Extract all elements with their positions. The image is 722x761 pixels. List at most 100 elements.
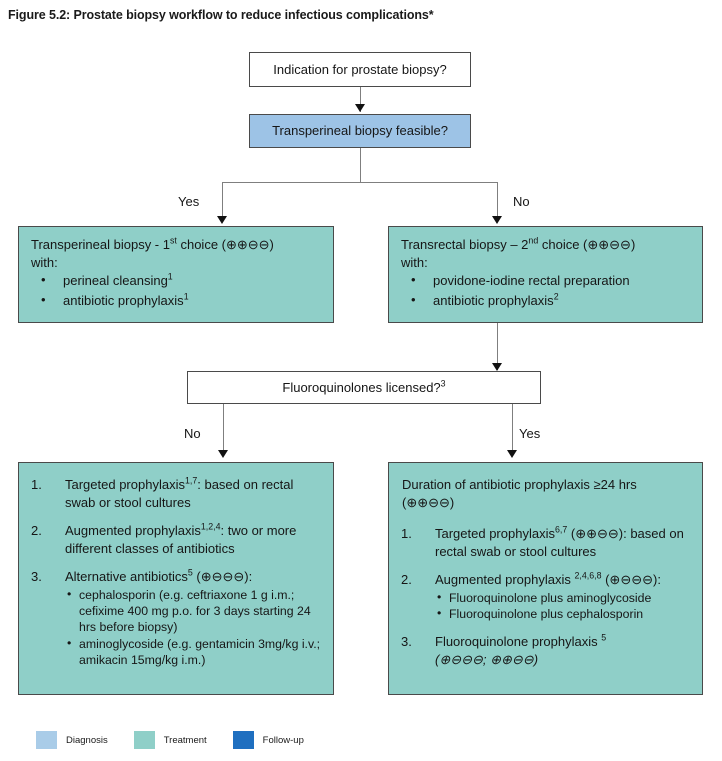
item-number: 1. (31, 477, 42, 492)
list-item: 1. Targeted prophylaxis1,7: based on rec… (27, 476, 323, 511)
box-fluoroquinolones-licensed[interactable]: Duration of antibiotic prophylaxis ≥24 h… (388, 462, 703, 695)
connector-fq-yes-drop (512, 404, 513, 456)
transperineal-with: with: (31, 254, 58, 270)
transperineal-lead-rest: choice (⊕⊕⊖⊖) (176, 237, 274, 252)
connector-feasible-split (222, 182, 498, 183)
legend-item-diagnosis: Diagnosis (36, 731, 134, 749)
fq-licensed-heading-line1: Duration of antibiotic prophylaxis ≥24 h… (402, 477, 637, 492)
connector-feasible-stem (360, 148, 361, 182)
item-sup: 5 (187, 567, 193, 578)
node-indication-for-prostate-biopsy[interactable]: Indication for prostate biopsy? (249, 52, 471, 87)
legend-label-treatment: Treatment (163, 734, 207, 746)
item-main: Augmented prophylaxis (435, 572, 575, 588)
transperineal-lead-sup: st (169, 235, 177, 246)
legend-label-followup: Follow-up (262, 734, 304, 746)
item-text: Augmented prophylaxis1,2,4: two or more … (65, 521, 297, 556)
bullet-sup: 2 (553, 291, 559, 302)
arrowhead-to-fluoroquinolones (492, 363, 502, 371)
item-sup: 1,2,4 (200, 521, 221, 532)
item-rest: (⊕⊕⊖⊖): based on rectal swab or stool cu… (435, 526, 684, 559)
item-number: 1. (401, 526, 412, 542)
item-main: Targeted prophylaxis (435, 526, 555, 542)
branch-label-feasible-yes: Yes (178, 194, 200, 209)
bullet-sup: 1 (183, 291, 189, 302)
branch-label-fq-no: No (184, 426, 201, 441)
fluoroquinolones-label-sup: 3 (440, 378, 446, 389)
box-fluoroquinolones-not-licensed[interactable]: 1. Targeted prophylaxis1,7: based on rec… (18, 462, 334, 695)
list-item: antibiotic prophylaxis2 (401, 291, 690, 310)
item-sublist: Fluoroquinolone plus aminoglycoside Fluo… (435, 589, 692, 623)
arrowhead-fq-yes (507, 450, 517, 458)
item-rest: (⊕⊖⊖⊖): (192, 569, 253, 585)
list-item: povidone-iodine rectal preparation (401, 271, 690, 290)
item-main: Targeted prophylaxis (65, 477, 185, 492)
list-item: 2. Augmented prophylaxis 2,4,6,8 (⊕⊖⊖⊖):… (397, 571, 692, 622)
transrectal-lead-rest: choice (⊕⊕⊖⊖) (538, 237, 636, 252)
fq-not-licensed-list: 1. Targeted prophylaxis1,7: based on rec… (27, 476, 323, 668)
legend-swatch-diagnosis (36, 731, 57, 749)
box-transperineal-biopsy[interactable]: Transperineal biopsy - 1st choice (⊕⊕⊖⊖)… (18, 226, 334, 323)
item-main: Alternative antibiotics (65, 569, 188, 585)
legend-item-treatment: Treatment (133, 731, 233, 749)
item-text: Targeted prophylaxis1,7: based on rectal… (65, 476, 294, 510)
item-sublist: cephalosporin (e.g. ceftriaxone 1 g i.m.… (65, 586, 323, 669)
arrowhead-to-feasible (355, 104, 365, 112)
list-item: antibiotic prophylaxis1 (31, 291, 321, 310)
bullet-text: antibiotic prophylaxis (63, 292, 184, 308)
sub-list-item: Fluoroquinolone plus aminoglycoside (435, 589, 692, 606)
node-fluoroquinolones-licensed[interactable]: Fluoroquinolones licensed?3 (187, 371, 541, 404)
list-item: 2. Augmented prophylaxis1,2,4: two or mo… (27, 522, 323, 557)
item-sup: 6,7 (554, 524, 568, 535)
connector-indication-to-feasible (360, 87, 361, 112)
bullet-text: antibiotic prophylaxis (433, 292, 554, 308)
item-number: 3. (401, 634, 412, 650)
node-transperineal-biopsy-feasible[interactable]: Transperineal biopsy feasible? (249, 114, 471, 148)
item-text: Augmented prophylaxis 2,4,6,8 (⊕⊖⊖⊖): (435, 570, 661, 588)
sub-list-item: Fluoroquinolone plus cephalosporin (435, 605, 692, 622)
bullet-text: povidone-iodine rectal preparation (433, 273, 630, 289)
list-item: perineal cleansing1 (31, 271, 321, 290)
arrowhead-feasible-no (492, 216, 502, 224)
box-transrectal-biopsy[interactable]: Transrectal biopsy – 2nd choice (⊕⊕⊖⊖) w… (388, 226, 703, 323)
figure-title: Figure 5.2: Prostate biopsy workflow to … (8, 8, 434, 22)
connector-feasible-no-drop (497, 182, 498, 222)
item-text: Alternative antibiotics5 (⊕⊖⊖⊖): (65, 567, 253, 585)
connector-feasible-yes-drop (222, 182, 223, 222)
transrectal-lead-main: Transrectal biopsy – 2 (401, 237, 529, 252)
branch-label-feasible-no: No (513, 194, 530, 209)
item-sup: 5 (601, 633, 607, 644)
item-sup: 2,4,6,8 (574, 570, 602, 581)
item-rest: : two or more different classes of antib… (65, 523, 297, 556)
fq-licensed-heading-line2: (⊕⊕⊖⊖) (402, 494, 455, 510)
item-number: 3. (31, 569, 42, 585)
legend-swatch-followup (232, 731, 254, 749)
legend: Diagnosis Treatment Follow-up (36, 731, 330, 749)
arrowhead-feasible-yes (217, 216, 227, 224)
transperineal-lead: Transperineal biopsy - 1st choice (⊕⊕⊖⊖) (31, 236, 321, 254)
fq-licensed-list: 1. Targeted prophylaxis6,7 (⊕⊕⊖⊖): based… (397, 525, 692, 668)
transrectal-bullet-list: povidone-iodine rectal preparation antib… (401, 271, 690, 310)
list-item: 1. Targeted prophylaxis6,7 (⊕⊕⊖⊖): based… (397, 525, 692, 560)
node-fluoroquinolones-label: Fluoroquinolones licensed?3 (282, 379, 445, 397)
bullet-sup: 1 (167, 271, 173, 282)
item-number: 2. (31, 523, 42, 539)
arrowhead-fq-no (218, 450, 228, 458)
bullet-text: perineal cleansing (63, 273, 168, 289)
fq-licensed-heading: Duration of antibiotic prophylaxis ≥24 h… (402, 476, 692, 511)
sub-list-item: cephalosporin (e.g. ceftriaxone 1 g i.m.… (65, 586, 323, 636)
branch-label-fq-yes: Yes (519, 426, 541, 441)
item-rest: : based on rectal swab or stool cultures (65, 477, 294, 510)
item-evidence-grades: (⊕⊖⊖⊖; ⊕⊕⊖⊖) (435, 651, 539, 667)
transrectal-with: with: (401, 254, 428, 270)
list-item: 3. Alternative antibiotics5 (⊕⊖⊖⊖): ceph… (27, 568, 323, 668)
transrectal-lead: Transrectal biopsy – 2nd choice (⊕⊕⊖⊖) (401, 236, 690, 254)
sub-list-item: aminoglycoside (e.g. gentamicin 3mg/kg i… (65, 635, 323, 669)
node-indication-label: Indication for prostate biopsy? (273, 61, 447, 77)
node-feasible-label: Transperineal biopsy feasible? (272, 123, 448, 139)
transrectal-lead-sup: nd (528, 235, 539, 246)
item-text: Targeted prophylaxis6,7 (⊕⊕⊖⊖): based on… (435, 524, 684, 559)
item-number: 2. (401, 572, 412, 588)
fluoroquinolones-label-main: Fluoroquinolones licensed? (282, 379, 441, 395)
connector-transrectal-to-fluoroquinolones (497, 323, 498, 370)
transperineal-bullet-list: perineal cleansing1 antibiotic prophylax… (31, 271, 321, 310)
